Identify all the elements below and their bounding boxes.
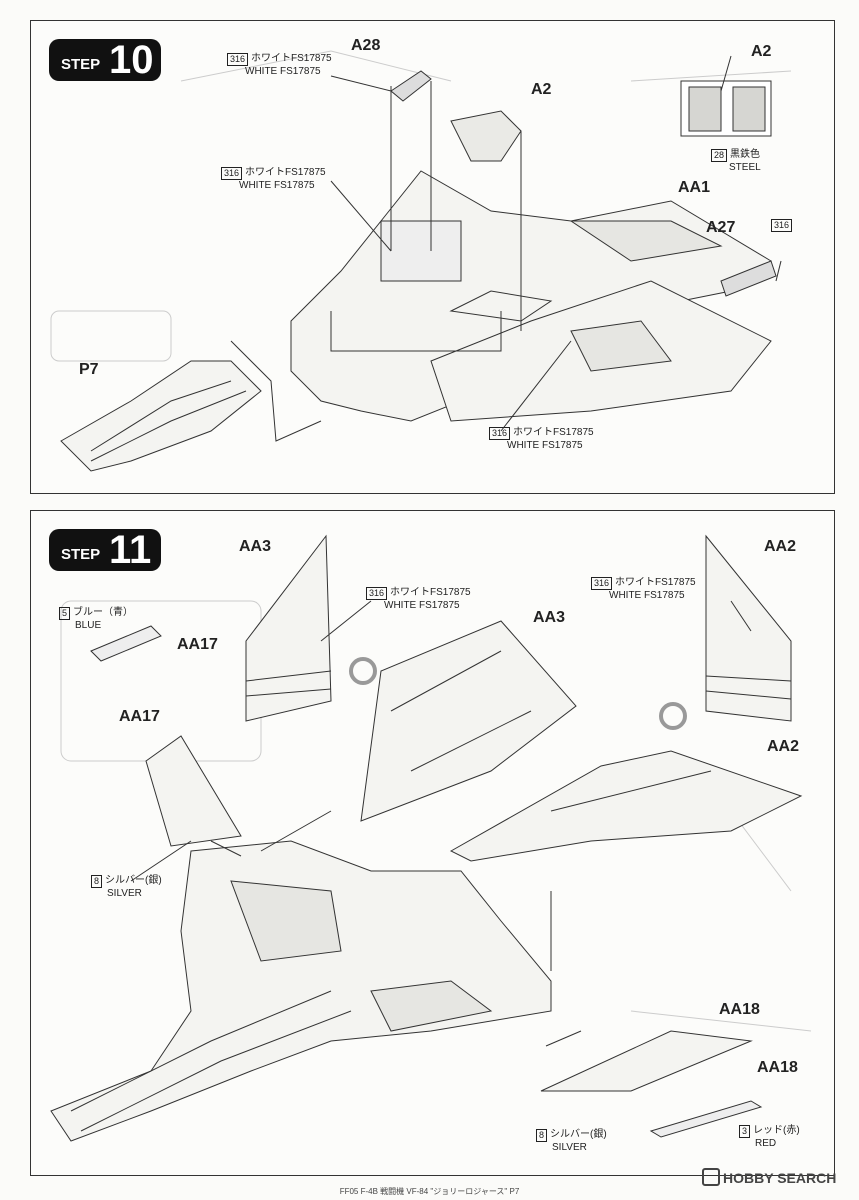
paint-name-jp: ホワイトFS17875 <box>513 427 594 438</box>
paint-name-en: WHITE FS17875 <box>507 440 583 451</box>
paint-name-jp: ホワイトFS17875 <box>390 587 471 598</box>
paint-name-en: WHITE FS17875 <box>609 590 685 601</box>
paint-name-en: BLUE <box>75 620 102 631</box>
paint-name-en: WHITE FS17875 <box>245 66 321 77</box>
part-label-aa17-fin: AA17 <box>119 708 160 725</box>
paint-note-a27: 316 <box>771 219 795 232</box>
part-label-a2: A2 <box>531 81 552 98</box>
paint-code: 316 <box>489 427 511 440</box>
step-10-number: 10 <box>109 38 154 82</box>
paint-code: 8 <box>536 1129 548 1142</box>
part-label-aa3-wing: AA3 <box>533 609 566 626</box>
part-label-a28: A28 <box>351 37 381 54</box>
part-label-aa3-fin: AA3 <box>239 538 272 555</box>
watermark: HOBBY SEARCH <box>702 1168 836 1186</box>
paint-name-jp: ホワイトFS17875 <box>245 167 326 178</box>
paint-name-jp: 黒鉄色 <box>730 149 761 160</box>
paint-code: 316 <box>227 53 249 66</box>
part-label-aa18-pylon: AA18 <box>757 1059 798 1076</box>
paint-name-en: SILVER <box>552 1142 587 1153</box>
paint-code: 5 <box>59 607 71 620</box>
step-11-panel: STEP 11 AA3 AA3 AA2 AA2 AA17 AA17 AA18 A… <box>30 510 835 1176</box>
paint-name-jp: シルバー(銀) <box>550 1129 607 1140</box>
step-11-drawing <box>50 534 812 1142</box>
page-footer: FF05 F-4B 戦闘機 VF-84 "ジョリーロジャース" P7 <box>339 1187 520 1196</box>
part-label-aa17-small: AA17 <box>177 636 218 653</box>
part-label-a2-inset: A2 <box>751 43 772 60</box>
paint-name-jp: ブルー（青） <box>73 607 134 618</box>
hobby-search-logo-icon <box>702 1168 720 1186</box>
paint-code: 316 <box>221 167 243 180</box>
paint-name-jp: シルバー(銀) <box>105 875 162 886</box>
paint-code: 8 <box>91 875 103 888</box>
paint-name-en: RED <box>755 1138 777 1149</box>
paint-name-en: SILVER <box>107 888 142 899</box>
paint-name-en: WHITE FS17875 <box>239 180 315 191</box>
paint-name-jp: レッド(赤) <box>753 1125 800 1136</box>
step-11-number: 11 <box>109 528 152 572</box>
paint-name-en: WHITE FS17875 <box>384 600 460 611</box>
part-label-aa18-wing: AA18 <box>719 1001 760 1018</box>
part-label-p7: P7 <box>79 361 99 378</box>
watermark-text: HOBBY SEARCH <box>723 1170 837 1186</box>
step-11-badge: STEP 11 <box>49 529 161 571</box>
step-11-word: STEP <box>61 546 101 563</box>
step-10-word: STEP <box>61 56 101 73</box>
paint-name-en: STEEL <box>729 162 761 173</box>
step-10-drawing <box>50 50 792 472</box>
paint-code: 316 <box>771 219 793 232</box>
paint-name-jp: ホワイトFS17875 <box>615 577 696 588</box>
paint-code: 3 <box>739 1125 751 1138</box>
step-10-badge: STEP 10 <box>49 39 161 81</box>
paint-code: 316 <box>366 587 388 600</box>
part-label-aa2-fin: AA2 <box>764 538 797 555</box>
paint-name-jp: ホワイトFS17875 <box>251 53 332 64</box>
paint-code: 316 <box>591 577 613 590</box>
part-label-a27: A27 <box>706 219 736 236</box>
part-label-aa1: AA1 <box>678 179 711 196</box>
part-label-aa2-wing: AA2 <box>767 738 800 755</box>
paint-code: 28 <box>711 149 728 162</box>
